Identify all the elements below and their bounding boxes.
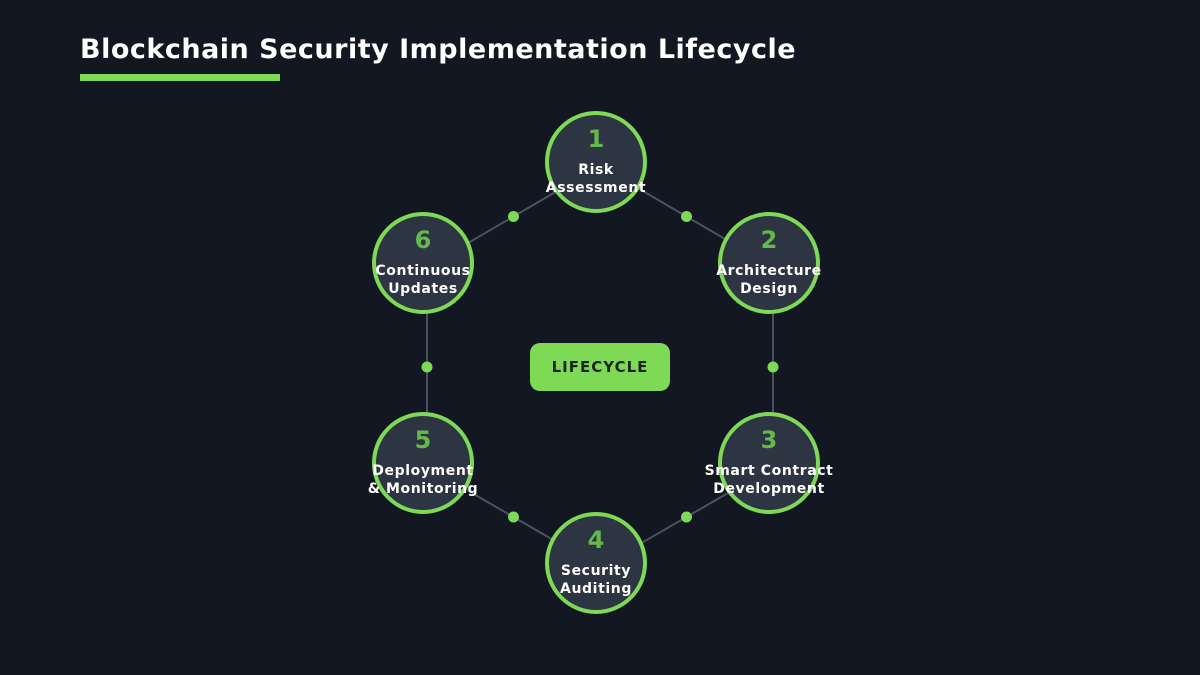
connector-dot-5-6	[421, 361, 433, 373]
node-label-line2: Development	[713, 481, 825, 497]
lifecycle-node-risk-assessment: 1 Risk Assessment	[545, 111, 647, 213]
node-label-line2: Auditing	[560, 581, 632, 597]
connector-dot-2-3	[767, 361, 779, 373]
node-number: 3	[760, 426, 778, 454]
node-label-line1: Deployment	[372, 463, 474, 479]
node-number: 4	[587, 526, 605, 554]
lifecycle-node-architecture-design: 2 Architecture Design	[716, 212, 822, 314]
node-label-line2: Updates	[388, 281, 458, 297]
node-label: Deployment & Monitoring	[368, 462, 479, 498]
node-label: Smart Contract Development	[705, 462, 834, 498]
node-number: 2	[760, 226, 778, 254]
node-label-line1: Architecture	[716, 263, 822, 279]
page-title: Blockchain Security Implementation Lifec…	[80, 34, 797, 65]
node-label: Continuous Updates	[375, 262, 470, 298]
node-label-line1: Security	[560, 563, 632, 579]
node-number: 6	[414, 226, 432, 254]
lifecycle-node-deployment-monitoring: 5 Deployment & Monitoring	[368, 412, 478, 514]
node-number: 1	[587, 125, 605, 153]
connector-dot-3-4	[681, 511, 692, 523]
node-label: Risk Assessment	[546, 161, 646, 197]
lifecycle-node-security-auditing: 4 Security Auditing	[545, 512, 647, 614]
title-underline	[80, 74, 280, 81]
node-label: Security Auditing	[560, 562, 632, 598]
connector-dot-6-1	[508, 211, 519, 222]
lifecycle-node-smart-contract-development: 3 Smart Contract Development	[705, 412, 833, 514]
node-number: 5	[414, 426, 432, 454]
node-label-line2: & Monitoring	[367, 481, 479, 497]
page-header: Blockchain Security Implementation Lifec…	[80, 34, 796, 81]
node-label-line1: Continuous	[375, 263, 471, 279]
node-label-line2: Design	[740, 281, 798, 297]
node-label-line1: Risk	[578, 162, 614, 178]
node-label: Architecture Design	[716, 262, 822, 298]
lifecycle-center-badge: LIFECYCLE	[530, 343, 670, 391]
connector-dot-4-5	[508, 511, 519, 523]
node-label-line2: Assessment	[545, 180, 647, 196]
connector-dot-1-2	[681, 211, 692, 222]
node-label-line1: Smart Contract	[704, 463, 834, 479]
lifecycle-node-continuous-updates: 6 Continuous Updates	[372, 212, 474, 314]
